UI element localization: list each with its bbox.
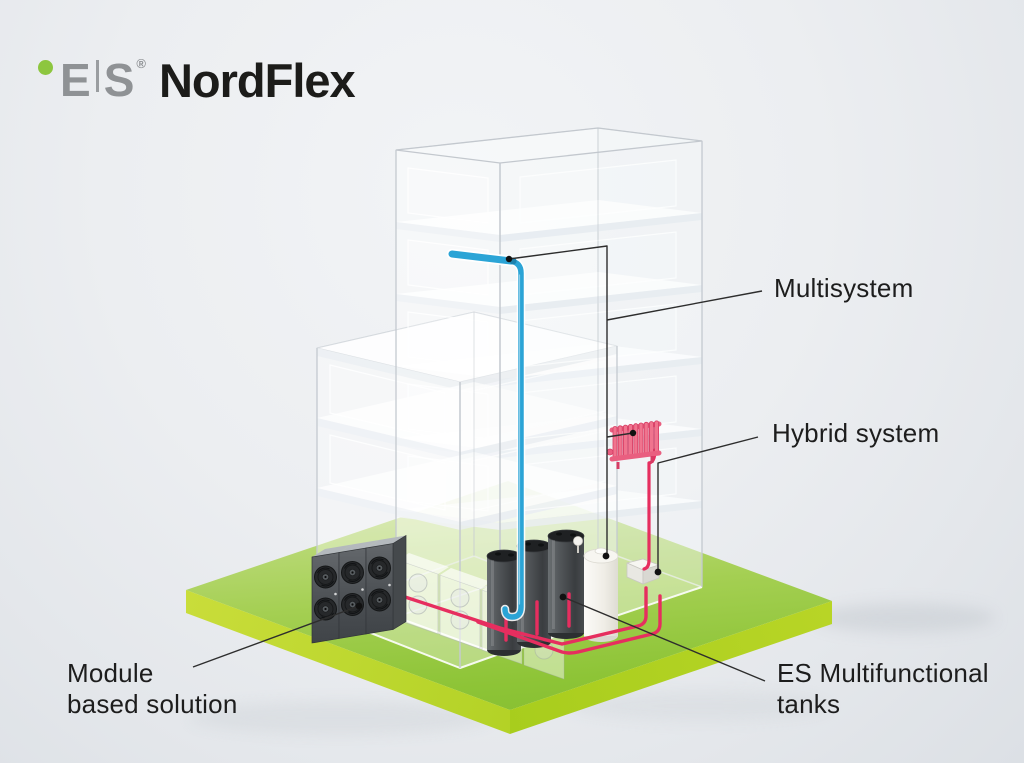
registered-trademark: ® — [136, 56, 146, 71]
leader-lines — [192, 245, 766, 682]
label-multifunctional-tanks: ES Multifunctional tanks — [777, 658, 989, 720]
label-module-line2: based solution — [67, 689, 238, 719]
label-module-line1: Module — [67, 658, 154, 688]
label-hybrid-system: Hybrid system — [772, 418, 940, 448]
logo-green-dot-icon — [38, 60, 53, 75]
distribution-box — [626, 558, 660, 585]
logo-divider — [95, 60, 99, 92]
label-multisystem: Multisystem — [774, 273, 914, 303]
leader-module-based — [192, 602, 363, 668]
leader-multisystem — [505, 245, 763, 560]
heat-pump-modules — [311, 534, 407, 644]
heating-pipes-red — [400, 448, 662, 655]
leader-hybrid-system — [654, 436, 759, 576]
logo-letter-e: E — [60, 54, 91, 106]
label-tanks-line1: ES Multifunctional — [777, 658, 989, 688]
module-3 — [365, 534, 407, 635]
ground-shadows — [190, 603, 995, 735]
label-module-based-solution: Module based solution — [67, 658, 237, 720]
white-tank — [573, 536, 619, 642]
water-pipe-blue — [446, 248, 526, 622]
label-tanks-line2: tanks — [777, 689, 841, 719]
brand-name: NordFlex — [158, 54, 356, 107]
logo-es-wordmark: E S ® — [60, 57, 146, 103]
es-nordflex-logo: E S ® NordFlex — [38, 54, 356, 107]
logo-letter-s: S — [103, 54, 135, 106]
leader-tanks — [559, 593, 766, 682]
radiator — [606, 420, 662, 469]
